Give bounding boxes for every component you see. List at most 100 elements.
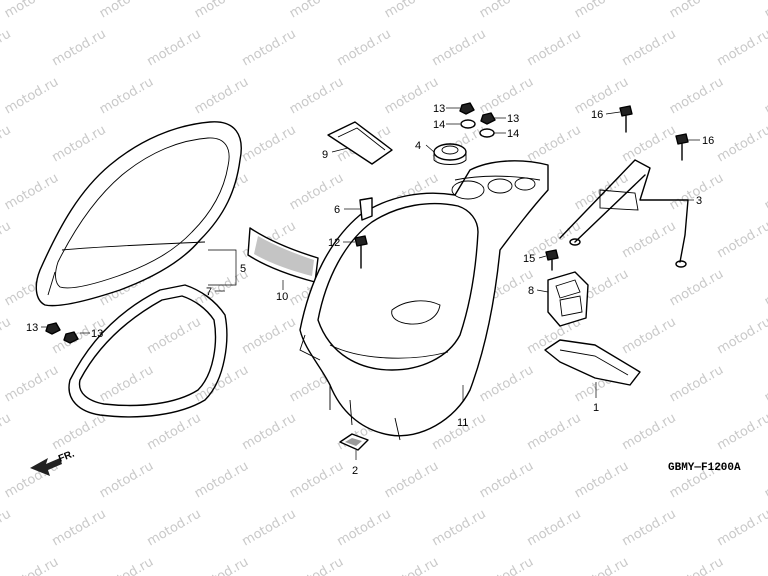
callout-10: 10 xyxy=(276,291,288,303)
watermark-text: motod.ru xyxy=(145,27,204,70)
watermark-text: motod.ru xyxy=(240,507,299,550)
washer-14-top-right xyxy=(479,128,495,138)
watermark-text: motod.ru xyxy=(430,27,489,70)
watermark-text: motod.ru xyxy=(97,75,156,118)
tool-pouch-9 xyxy=(327,121,393,165)
watermark-text: motod.ru xyxy=(525,411,584,454)
watermark-text: motod.ru xyxy=(477,363,536,406)
screw-15 xyxy=(545,249,559,271)
watermark-text: motod.ru xyxy=(620,27,679,70)
watermark-text: motod.ru xyxy=(762,171,768,214)
nut-13-lower-b xyxy=(63,331,79,344)
callout-6: 6 xyxy=(334,204,340,216)
nut-13-top-right xyxy=(480,112,496,125)
watermark-text: motod.ru xyxy=(667,267,726,310)
watermark-text: motod.ru xyxy=(287,75,346,118)
watermark-text: motod.ru xyxy=(0,123,14,166)
watermark-text: motod.ru xyxy=(50,411,109,454)
watermark-text: motod.ru xyxy=(762,267,768,310)
watermark-text: motod.ru xyxy=(715,411,768,454)
callout-16-left: 16 xyxy=(591,109,603,121)
watermark-text: motod.ru xyxy=(620,507,679,550)
watermark-text: motod.ru xyxy=(335,27,394,70)
watermark-text: motod.ru xyxy=(0,27,14,70)
watermark-text: motod.ru xyxy=(382,459,441,502)
watermark-text: motod.ru xyxy=(667,171,726,214)
seat-part xyxy=(35,121,242,307)
clip-6 xyxy=(359,197,373,221)
watermark-text: motod.ru xyxy=(0,507,14,550)
watermark-text: motod.ru xyxy=(715,507,768,550)
watermark-text: motod.ru xyxy=(192,75,251,118)
watermark-text: motod.ru xyxy=(97,555,156,576)
nut-13-top-left xyxy=(459,102,475,115)
bolt-16-b xyxy=(675,133,689,161)
watermark-text: motod.ru xyxy=(2,171,61,214)
watermark-text: motod.ru xyxy=(240,27,299,70)
watermark-text: motod.ru xyxy=(192,459,251,502)
watermark-text: motod.ru xyxy=(667,75,726,118)
watermark-text: motod.ru xyxy=(2,363,61,406)
callout-1: 1 xyxy=(593,402,599,414)
watermark-text: motod.ru xyxy=(477,555,536,576)
watermark-text: motod.ru xyxy=(620,219,679,262)
watermark-text: motod.ru xyxy=(477,75,536,118)
watermark-text: motod.ru xyxy=(715,27,768,70)
watermark-text: motod.ru xyxy=(192,555,251,576)
callout-15: 15 xyxy=(523,253,535,265)
callout-14-right: 14 xyxy=(507,128,519,140)
watermark-text: motod.ru xyxy=(145,315,204,358)
callout-9: 9 xyxy=(322,149,328,161)
watermark-text: motod.ru xyxy=(287,0,346,21)
nut-13-lower-a xyxy=(45,322,61,335)
watermark-text: motod.ru xyxy=(525,507,584,550)
watermark-text: motod.ru xyxy=(620,123,679,166)
watermark-text: motod.ru xyxy=(2,0,61,21)
cap-2 xyxy=(339,433,369,451)
watermark-text: motod.ru xyxy=(715,219,768,262)
watermark-text: motod.ru xyxy=(97,459,156,502)
callout-12: 12 xyxy=(328,237,340,249)
watermark-text: motod.ru xyxy=(762,363,768,406)
watermark-text: motod.ru xyxy=(97,363,156,406)
callout-13-top-right: 13 xyxy=(507,113,519,125)
watermark-text: motod.ru xyxy=(287,459,346,502)
callout-13-top-left: 13 xyxy=(433,103,445,115)
callout-14-left: 14 xyxy=(433,119,445,131)
watermark-text: motod.ru xyxy=(0,219,14,262)
watermark-text: motod.ru xyxy=(525,123,584,166)
callout-8: 8 xyxy=(528,285,534,297)
watermark-text: motod.ru xyxy=(240,411,299,454)
callout-16-right: 16 xyxy=(702,135,714,147)
watermark-text: motod.ru xyxy=(762,0,768,21)
watermark-text: motod.ru xyxy=(430,507,489,550)
luggage-box xyxy=(299,160,549,441)
diagram-code: GBMY—F1200A xyxy=(668,462,741,474)
watermark-text: motod.ru xyxy=(240,315,299,358)
watermark-text: motod.ru xyxy=(50,27,109,70)
watermark-text: motod.ru xyxy=(145,411,204,454)
watermark-text: motod.ru xyxy=(477,0,536,21)
callout-7: 7 xyxy=(206,286,212,298)
watermark-text: motod.ru xyxy=(192,0,251,21)
lock-assembly-8 xyxy=(547,271,589,327)
leader-lines xyxy=(41,107,700,460)
floor-tray-1 xyxy=(544,339,641,386)
watermark-text: motod.ru xyxy=(715,123,768,166)
watermark-text: motod.ru xyxy=(0,411,14,454)
callout-13-lower-left: 13 xyxy=(26,322,38,334)
watermark-text: motod.ru xyxy=(0,315,14,358)
watermark-text: motod.ru xyxy=(2,75,61,118)
watermark-text: motod.ru xyxy=(50,123,109,166)
bolt-12 xyxy=(354,235,368,269)
watermark-text: motod.ru xyxy=(335,507,394,550)
watermark-text: motod.ru xyxy=(525,27,584,70)
watermark-text: motod.ru xyxy=(477,459,536,502)
watermark-text: motod.ru xyxy=(762,75,768,118)
watermark-text: motod.ru xyxy=(715,315,768,358)
seat-rubber-band xyxy=(68,284,228,418)
watermark-text: motod.ru xyxy=(145,507,204,550)
watermark-text: motod.ru xyxy=(667,555,726,576)
callout-2: 2 xyxy=(352,465,358,477)
